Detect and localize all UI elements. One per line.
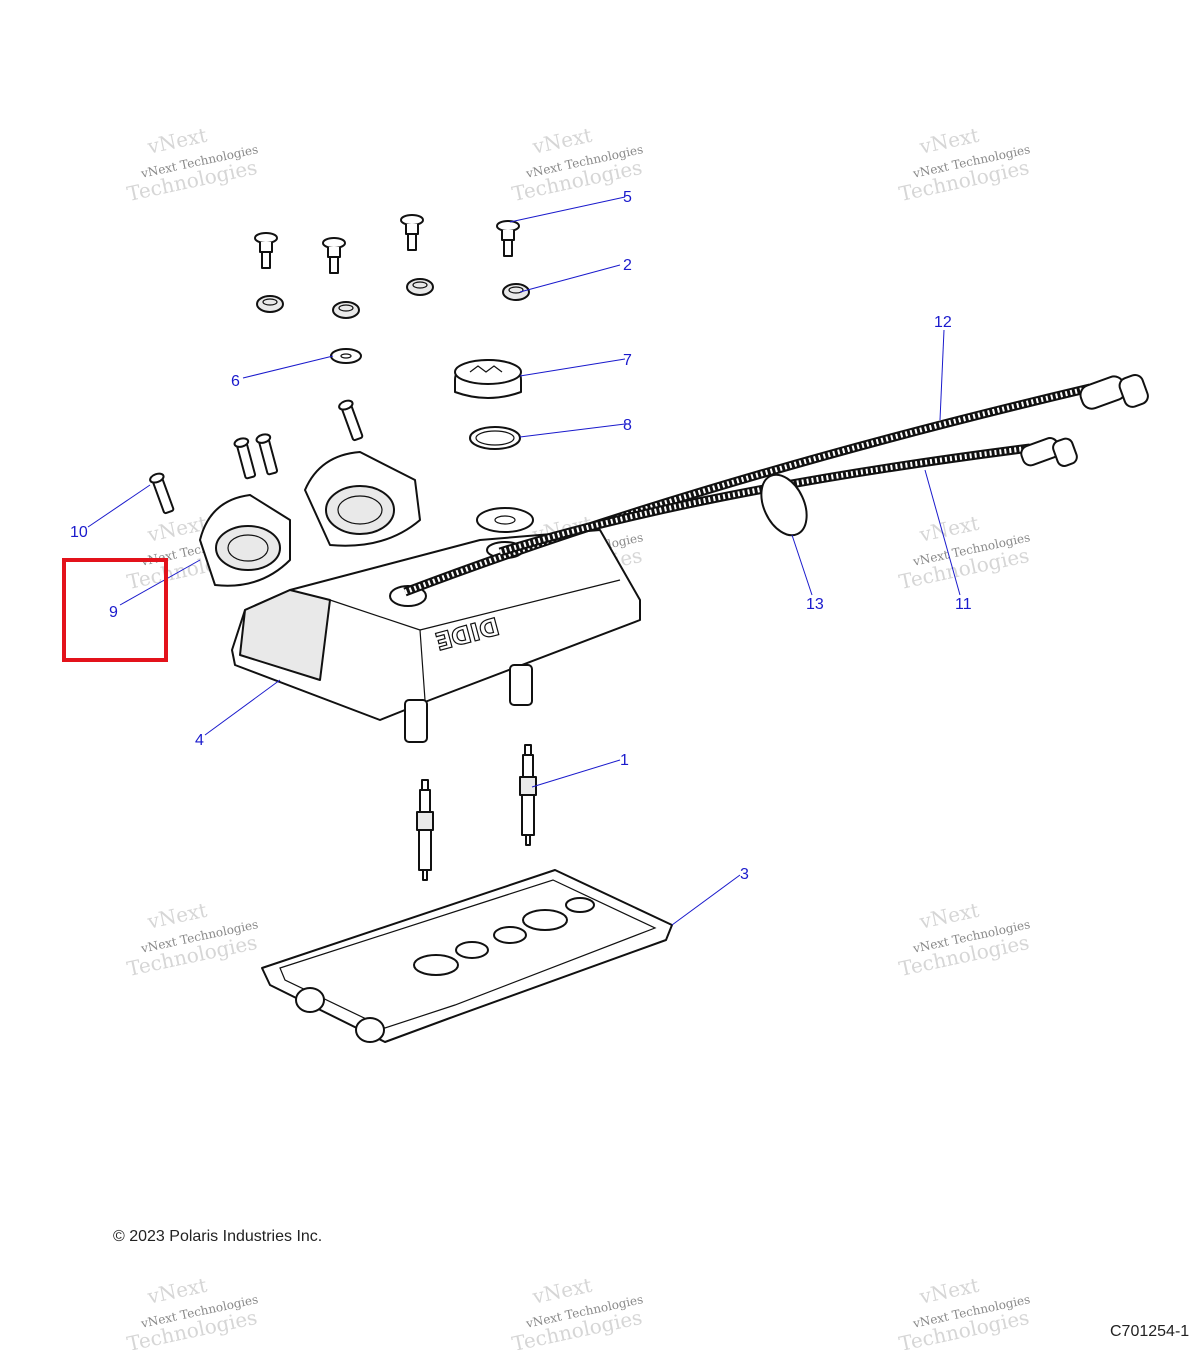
callout-11[interactable]: 11 [955,596,972,613]
callout-3[interactable]: 3 [740,866,749,883]
callout-12[interactable]: 12 [934,314,952,331]
figure-code: C701254-1 [1110,1323,1190,1340]
intake-bolt [149,399,364,515]
callout-4[interactable]: 4 [195,732,204,749]
callout-10[interactable]: 10 [70,524,88,541]
washer [330,348,362,364]
callout-1[interactable]: 1 [620,752,629,769]
callout-6[interactable]: 6 [231,373,240,390]
leader-lines [87,196,961,926]
valve-cover-bolt [254,214,520,274]
spark-plug [416,744,537,881]
o-ring [469,426,521,450]
intake-boot [199,451,421,587]
valve-cover-gasket [261,869,673,1043]
callout-8[interactable]: 8 [623,417,632,434]
grommet [256,278,530,319]
callout-7[interactable]: 7 [623,352,632,369]
callout-13[interactable]: 13 [806,596,824,613]
callout-2[interactable]: 2 [623,257,632,274]
callout-9[interactable]: 9 [109,604,118,621]
lead-clip-ring [760,473,808,537]
copyright-text: © 2023 Polaris Industries Inc. [113,1228,323,1245]
callout-5[interactable]: 5 [623,189,632,206]
oil-filler-cap [454,359,522,399]
valve-cover: ƎᗡIᗡ [231,507,641,743]
spark-plug-lead [403,373,1149,597]
